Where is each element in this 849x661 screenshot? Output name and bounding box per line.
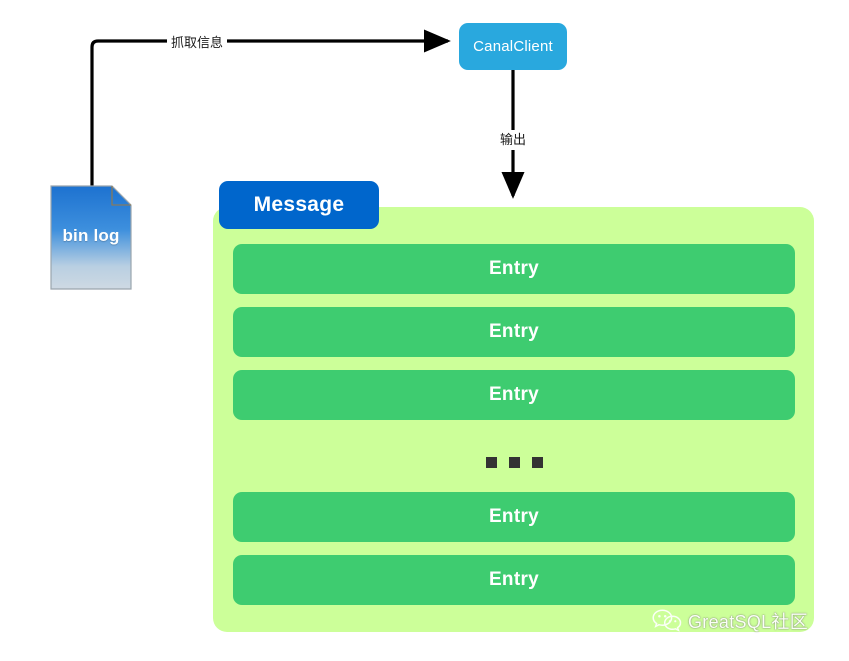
entry-row[interactable]: Entry [233,244,795,294]
entry-row[interactable]: Entry [233,492,795,542]
binlog-label: bin log [62,226,120,245]
message-badge-label: Message [253,193,345,216]
binlog-node[interactable] [50,185,132,290]
entry-label: Entry [488,569,540,590]
edge-fetch-info [90,29,451,190]
entry-row[interactable]: Entry [233,307,795,357]
entry-label: Entry [488,506,540,527]
watermark: GreatSQL社区 [652,608,808,634]
canalclient-label: CanalClient [473,38,553,55]
entry-label: Entry [488,258,540,279]
wechat-icon [652,608,682,634]
edge-label-fetch-info: 抓取信息 [167,35,228,51]
ellipsis-dot [508,457,520,468]
canalclient-node[interactable]: CanalClient [459,23,567,70]
ellipsis-dot [485,457,497,468]
watermark-text: GreatSQL社区 [688,612,809,632]
entry-ellipsis [233,433,795,492]
entry-row[interactable]: Entry [233,370,795,420]
entry-label: Entry [488,321,540,342]
ellipsis-dot [531,457,543,468]
document-icon [50,185,132,290]
edge-label-output: 输出 [498,130,529,151]
message-badge[interactable]: Message [219,181,379,229]
entry-label: Entry [488,384,540,405]
entry-list: Entry Entry Entry Entry Entry [233,244,795,618]
entry-row[interactable]: Entry [233,555,795,605]
